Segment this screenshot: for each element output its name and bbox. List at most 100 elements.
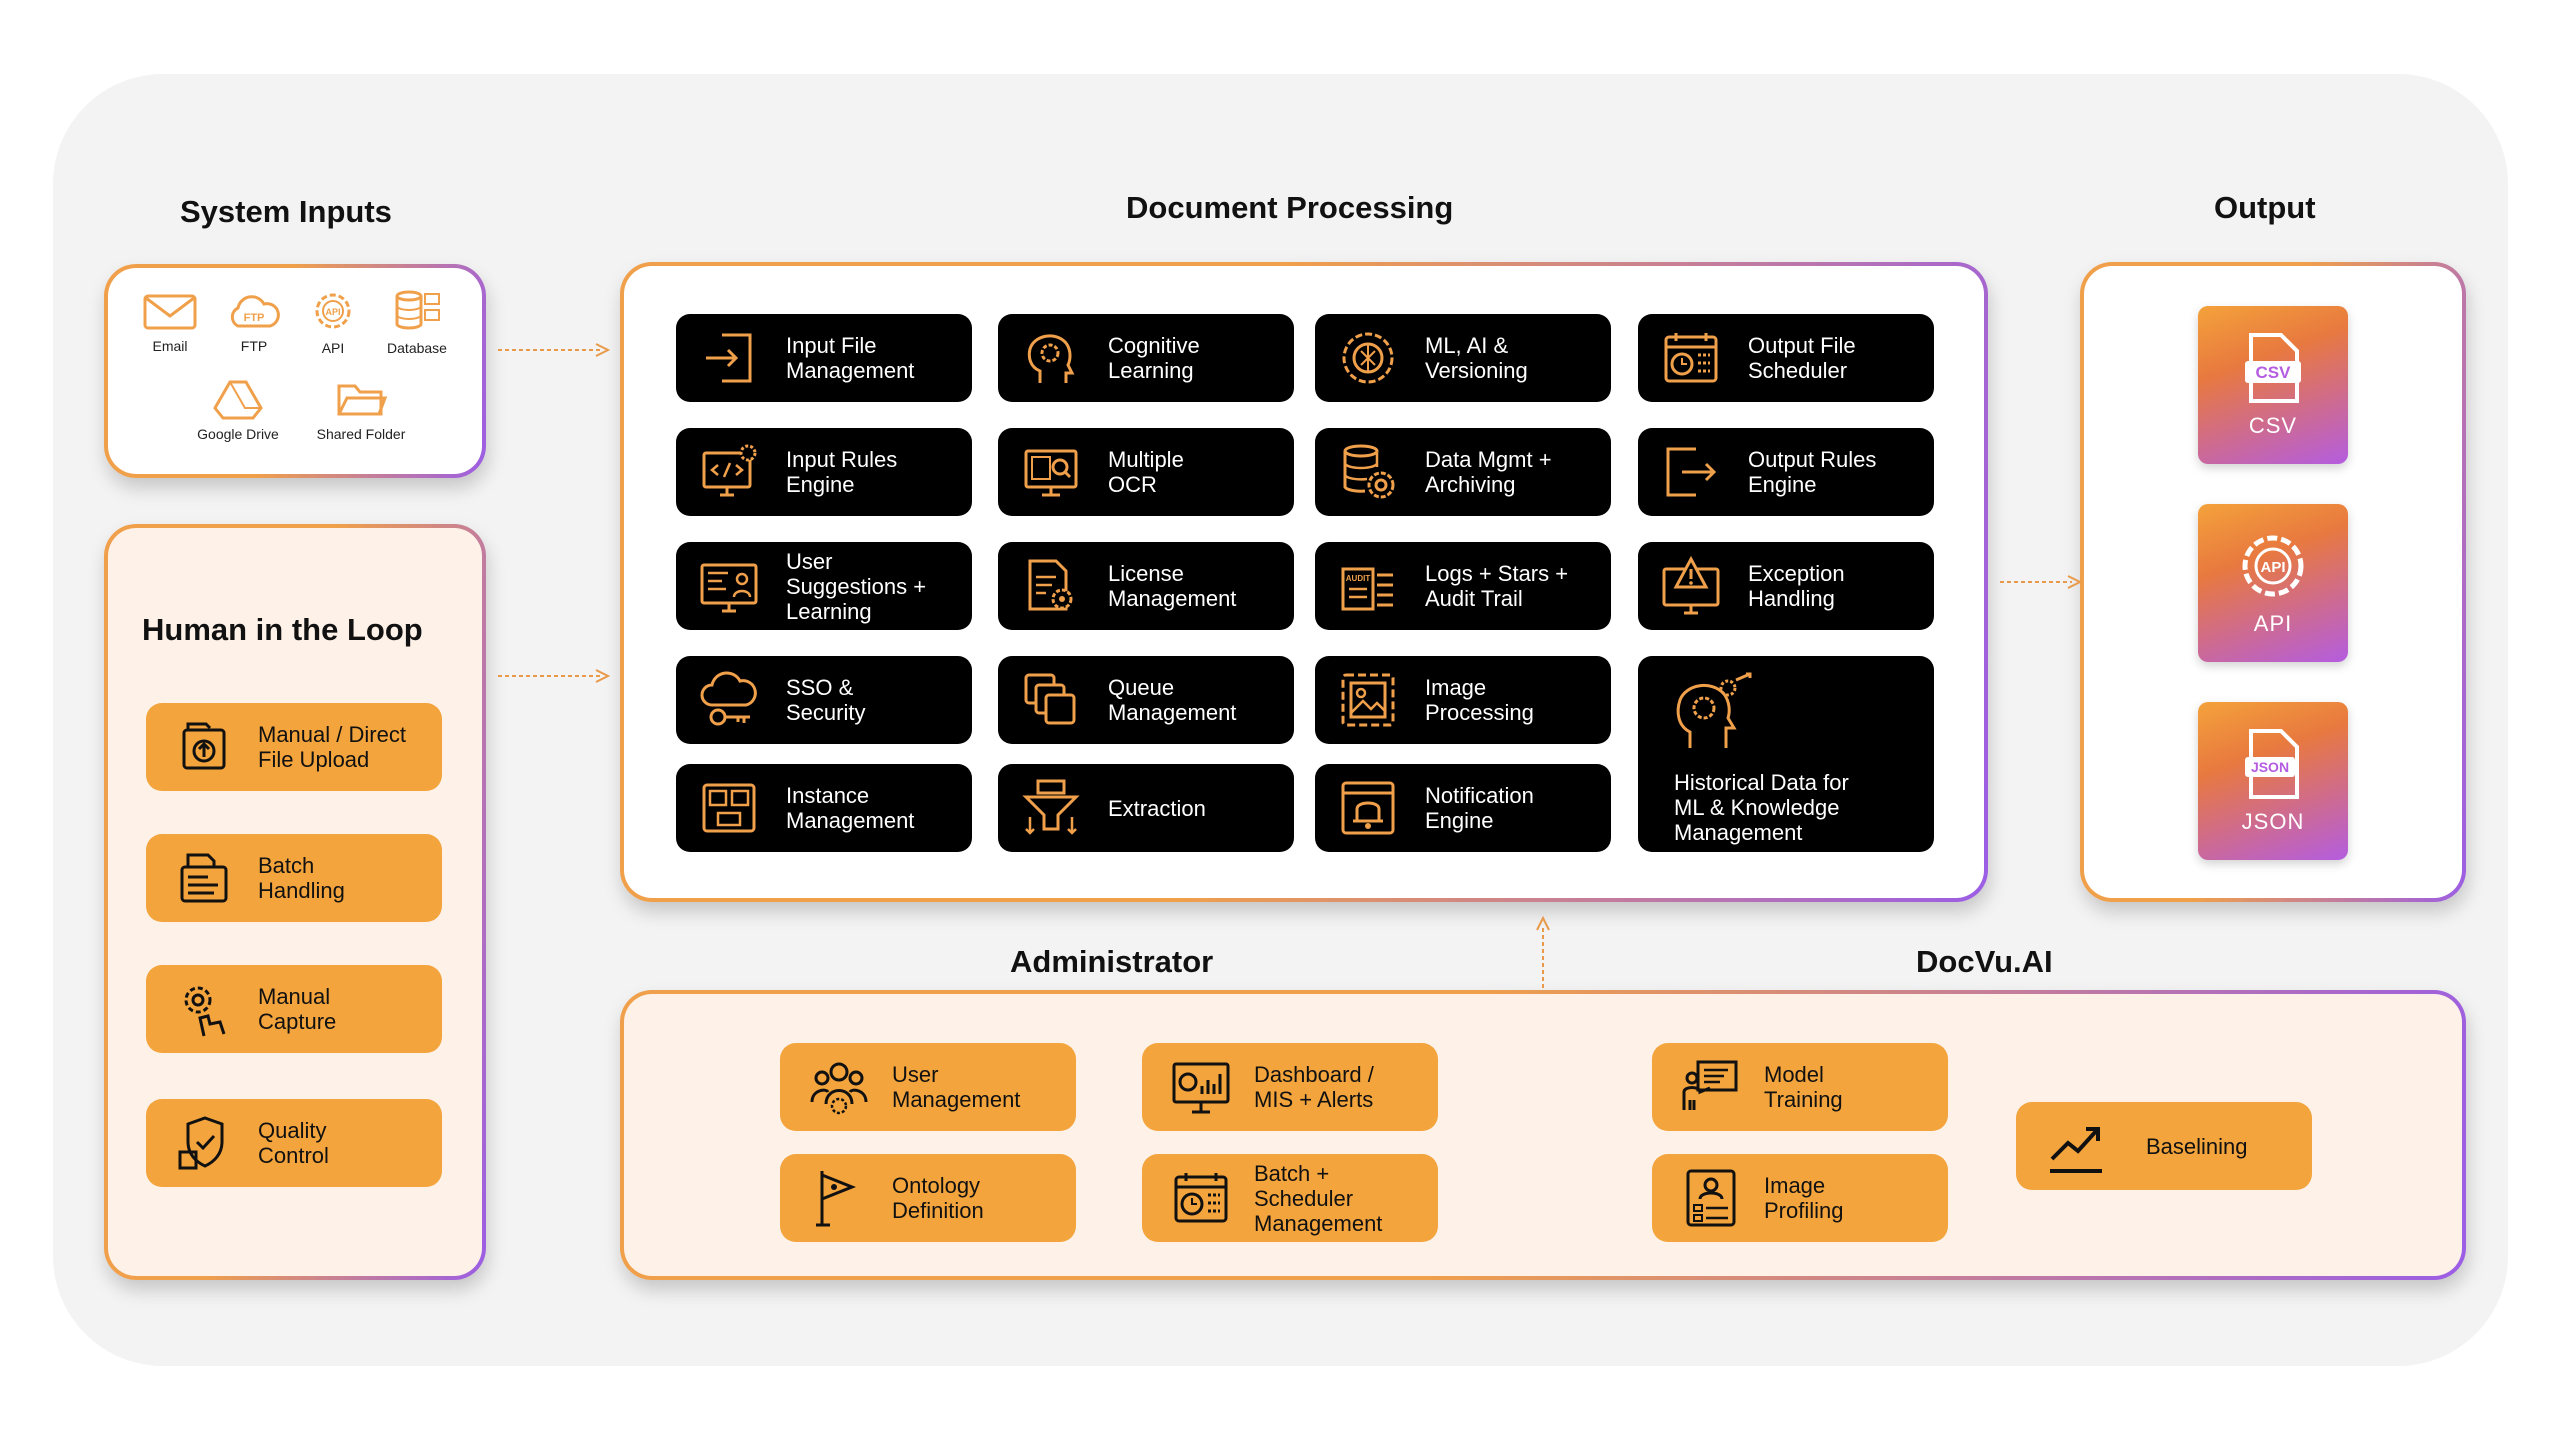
human-in-loop-title: Human in the Loop	[142, 612, 423, 647]
extraction-tile[interactable]: Extraction	[998, 764, 1294, 852]
notification-engine-tile[interactable]: Notification Engine	[1315, 764, 1611, 852]
code-monitor-icon	[702, 444, 757, 497]
input-file-icon	[706, 333, 752, 383]
svg-text:FTP: FTP	[244, 312, 265, 324]
image-icon	[1341, 673, 1395, 727]
tile-label: Image Processing	[1425, 675, 1534, 725]
folder-icon	[337, 384, 387, 416]
users-icon	[810, 1062, 868, 1115]
database-icon	[395, 290, 440, 330]
cognitive-learning-tile[interactable]: Cognitive Learning	[998, 314, 1294, 402]
instance-management-tile[interactable]: Instance Management	[676, 764, 972, 852]
tile-label: Input Rules Engine	[786, 447, 898, 497]
ml-ai-versioning-tile[interactable]: ML, AI & Versioning	[1315, 314, 1611, 402]
api-output-card[interactable]: API API	[2198, 504, 2348, 662]
image-processing-tile[interactable]: Image Processing	[1315, 656, 1611, 744]
presentation-icon	[1682, 1060, 1738, 1110]
data-mgmt-archiving-tile[interactable]: Data Mgmt + Archiving	[1315, 428, 1611, 516]
tile-label: Manual Capture	[258, 984, 337, 1034]
trend-up-icon	[2050, 1127, 2102, 1173]
license-doc-icon	[1028, 559, 1073, 611]
input-file-management-tile[interactable]: Input File Management	[676, 314, 972, 402]
source-api[interactable]: API API	[288, 288, 378, 356]
csv-output-card[interactable]: CSV CSV	[2198, 306, 2348, 464]
tile-label: Model Training	[1764, 1062, 1843, 1112]
api-gear-icon: API	[315, 293, 351, 329]
license-management-tile[interactable]: License Management	[998, 542, 1294, 630]
historical-data-tile[interactable]: Historical Data for ML & Knowledge Manag…	[1638, 656, 1934, 852]
document-processing-title: Document Processing	[1126, 190, 1454, 225]
image-profiling-tile[interactable]: Image Profiling	[1652, 1154, 1948, 1242]
tile-label: Input File Management	[786, 333, 915, 383]
tile-label: Historical Data for ML & Knowledge Manag…	[1674, 770, 1849, 845]
json-file-icon: JSON	[2245, 729, 2299, 799]
output-label: CSV	[2248, 413, 2298, 438]
tile-label: Multiple OCR	[1108, 447, 1184, 497]
ftp-cloud-icon: FTP	[230, 295, 280, 328]
source-email[interactable]: Email	[125, 292, 215, 354]
tile-label: Instance Management	[786, 783, 915, 833]
model-training-tile[interactable]: Model Training	[1652, 1043, 1948, 1131]
tile-label: Dashboard / MIS + Alerts	[1254, 1062, 1374, 1112]
database-gear-icon	[1343, 444, 1395, 499]
audit-icon: AUDIT	[1341, 567, 1393, 611]
funnel-icon	[1022, 779, 1080, 835]
svg-text:AUDIT: AUDIT	[1346, 574, 1371, 583]
exception-handling-tile[interactable]: Exception Handling	[1638, 542, 1934, 630]
calendar-clock-icon	[1664, 333, 1718, 383]
administrator-title: Administrator	[1010, 944, 1214, 979]
quality-shield-icon	[178, 1116, 224, 1170]
tile-label: Batch Handling	[258, 853, 345, 903]
input-rules-engine-tile[interactable]: Input Rules Engine	[676, 428, 972, 516]
batch-icon	[180, 853, 228, 903]
flag-icon	[816, 1171, 857, 1227]
sso-security-tile[interactable]: SSO & Security	[676, 656, 972, 744]
source-shared-folder[interactable]: Shared Folder	[306, 378, 416, 442]
google-drive-icon	[213, 380, 263, 420]
tile-label: Cognitive Learning	[1108, 333, 1200, 383]
tile-label: Ontology Definition	[892, 1173, 984, 1223]
source-google-drive[interactable]: Google Drive	[183, 378, 293, 442]
tile-label: Output Rules Engine	[1748, 447, 1877, 497]
source-label: Google Drive	[197, 426, 279, 442]
output-label: API	[2253, 611, 2293, 636]
tile-label: User Suggestions + Learning	[786, 548, 927, 624]
batch-handling-tile[interactable]: Batch Handling	[146, 834, 442, 922]
output-rules-engine-tile[interactable]: Output Rules Engine	[1638, 428, 1934, 516]
output-arrow-icon	[1666, 447, 1717, 497]
logs-audit-trail-tile[interactable]: AUDIT Logs + Stars + Audit Trail	[1315, 542, 1611, 630]
ai-brain-icon	[1342, 332, 1394, 384]
manual-capture-tile[interactable]: Manual Capture	[146, 965, 442, 1053]
json-output-card[interactable]: JSON JSON	[2198, 702, 2348, 860]
file-upload-icon	[182, 722, 226, 770]
queue-management-tile[interactable]: Queue Management	[998, 656, 1294, 744]
quality-control-tile[interactable]: Quality Control	[146, 1099, 442, 1187]
warning-monitor-icon	[1662, 555, 1720, 615]
ontology-definition-tile[interactable]: Ontology Definition	[780, 1154, 1076, 1242]
source-database[interactable]: Database	[372, 288, 462, 356]
tile-label: Exception Handling	[1748, 561, 1845, 611]
manual-file-upload-tile[interactable]: Manual / Direct File Upload	[146, 703, 442, 791]
output-file-scheduler-tile[interactable]: Output File Scheduler	[1638, 314, 1934, 402]
user-management-tile[interactable]: User Management	[780, 1043, 1076, 1131]
dashboard-icon	[1172, 1062, 1230, 1114]
calendar-clock-icon	[1174, 1173, 1228, 1223]
tile-label: Extraction	[1108, 795, 1206, 821]
tile-label: License Management	[1108, 561, 1237, 611]
tile-label: Quality Control	[258, 1118, 329, 1168]
baselining-tile[interactable]: Baselining	[2016, 1102, 2312, 1190]
human-loop-arrow	[498, 669, 611, 683]
cloud-key-icon	[700, 671, 757, 726]
user-suggestions-tile[interactable]: User Suggestions + Learning	[676, 542, 972, 630]
system-inputs-arrow	[498, 343, 611, 357]
queue-icon	[1024, 673, 1076, 725]
source-ftp[interactable]: FTP FTP	[209, 292, 299, 354]
tile-label: Output File Scheduler	[1748, 333, 1856, 383]
tile-label: Batch + Scheduler Management	[1254, 1160, 1383, 1236]
dashboard-mis-alerts-tile[interactable]: Dashboard / MIS + Alerts	[1142, 1043, 1438, 1131]
svg-text:CSV: CSV	[2256, 363, 2292, 382]
tile-label: SSO & Security	[786, 675, 866, 725]
api-gear-icon: API	[2242, 535, 2304, 597]
batch-scheduler-tile[interactable]: Batch + Scheduler Management	[1142, 1154, 1438, 1242]
multiple-ocr-tile[interactable]: Multiple OCR	[998, 428, 1294, 516]
